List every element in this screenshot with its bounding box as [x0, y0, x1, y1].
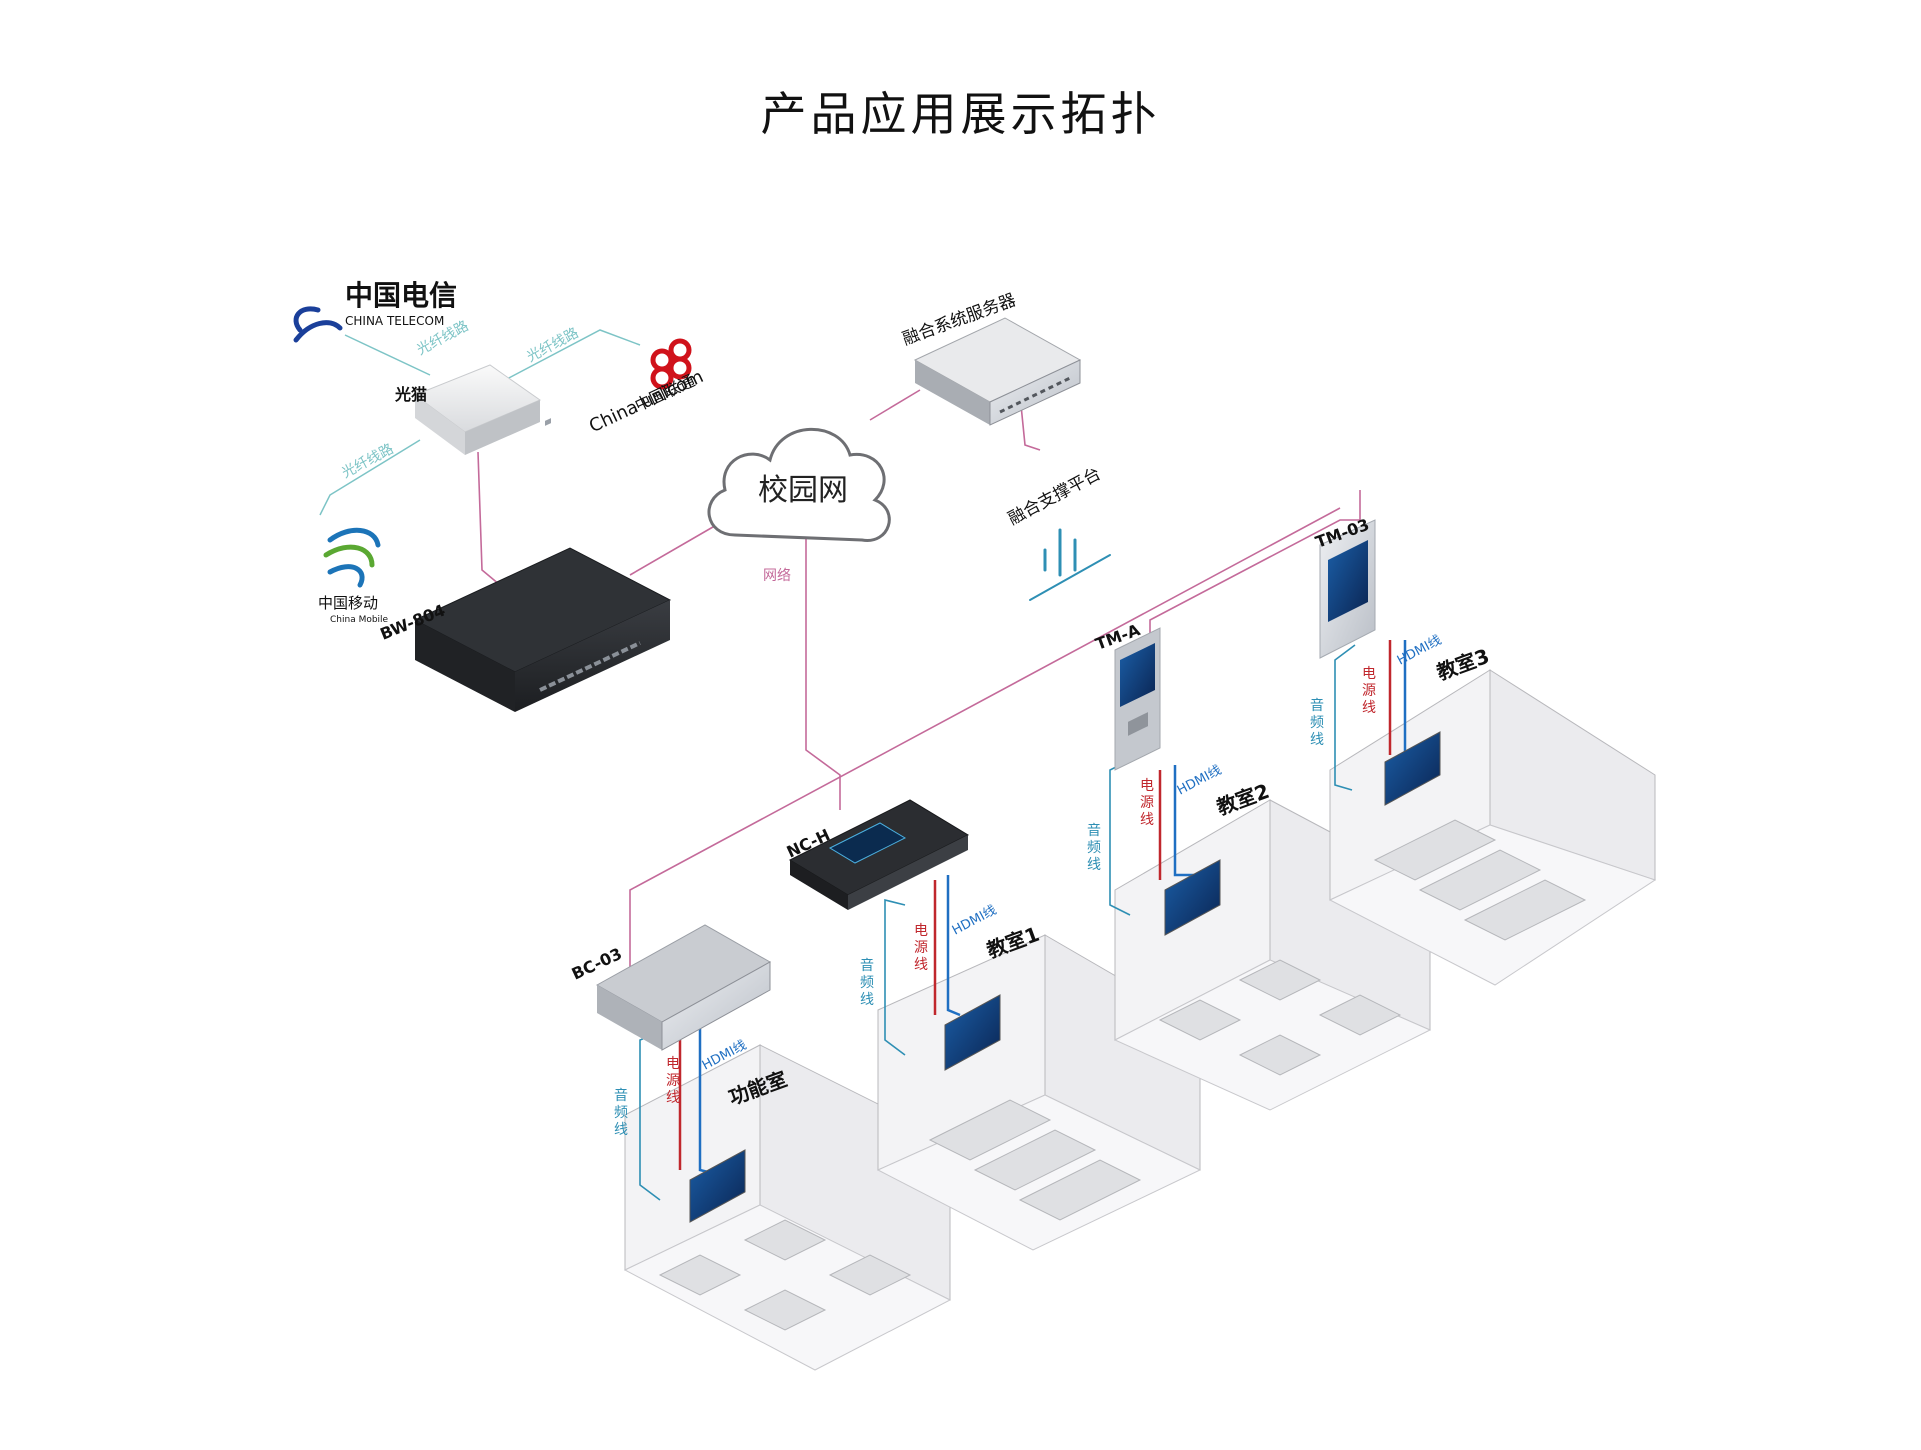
- audio-char-3: 线: [614, 1122, 628, 1138]
- audio-char-1: 音: [614, 1087, 628, 1104]
- power-label-functional: 电源线: [666, 1056, 680, 1106]
- cloud-label: 校园网: [758, 473, 848, 508]
- campus-network-cloud: 校园网: [707, 427, 891, 542]
- power-char-1: 电: [1362, 666, 1376, 682]
- power-label-class1: 电源线: [914, 923, 928, 973]
- power-char-3: 线: [666, 1090, 680, 1106]
- china-mobile-logo: 中国移动 China Mobile: [318, 527, 389, 625]
- screen-class1: [944, 994, 1001, 1071]
- desk-rows: [928, 1099, 1142, 1221]
- audio-label-functional: 音频线: [614, 1087, 628, 1138]
- audio-char-2: 频: [1310, 715, 1324, 731]
- power-char-2: 源: [914, 940, 928, 956]
- audio-char-1: 音: [860, 957, 874, 974]
- room-functional: [623, 1044, 952, 1371]
- audio-char-2: 频: [860, 975, 874, 991]
- telecom-name: 中国电信: [345, 279, 457, 312]
- power-char-1: 电: [1140, 778, 1154, 794]
- screen-class3: [1384, 731, 1441, 806]
- room-class1: [876, 934, 1202, 1251]
- fusion-platform: 融合支撑平台: [1005, 464, 1111, 601]
- desk-cluster: [658, 1219, 912, 1331]
- screen-functional: [689, 1149, 746, 1223]
- power-label-class3: 电源线: [1362, 666, 1376, 716]
- platform-bars-icon: [1029, 528, 1111, 601]
- hdmi-label-class2: HDMI线: [1175, 763, 1224, 799]
- power-char-1: 电: [914, 923, 928, 939]
- power-char-1: 电: [666, 1056, 680, 1072]
- audio-char-3: 线: [1087, 857, 1101, 873]
- power-label-class2: 电源线: [1140, 778, 1154, 828]
- bc03-device: BC-03: [569, 924, 772, 1051]
- mobile-en: China Mobile: [330, 615, 389, 625]
- china-telecom-logo: 中国电信 CHINA TELECOM: [293, 279, 457, 343]
- tma-panel: TM-A: [1093, 620, 1161, 771]
- power-char-2: 源: [1140, 795, 1154, 811]
- power-char-2: 源: [1362, 683, 1376, 699]
- tm03-panel: TM-03: [1313, 515, 1376, 659]
- mobile-name: 中国移动: [318, 594, 378, 612]
- audio-label-class2: 音频线: [1087, 822, 1101, 873]
- fusion-server: 融合系统服务器: [900, 290, 1082, 426]
- audio-label-class3: 音频线: [1310, 697, 1324, 748]
- audio-char-1: 音: [1310, 697, 1324, 714]
- nch-device: NC-H: [784, 799, 970, 910]
- screen-class2: [1164, 859, 1221, 936]
- diagram-title: 产品应用展示拓扑: [760, 87, 1161, 141]
- network-label: 网络: [763, 568, 791, 584]
- fiber-label-3: 光纤线路: [339, 441, 396, 481]
- fiber-links: [319, 329, 641, 516]
- china-unicom-logo: China unicom 中国联通: [586, 338, 707, 437]
- switch-bw804: BW-804: [377, 418, 672, 712]
- audio-char-3: 线: [1310, 732, 1324, 748]
- audio-label-class1: 音频线: [860, 957, 874, 1008]
- modem-device: 光猫: [394, 364, 542, 455]
- platform-label: 融合支撑平台: [1005, 464, 1104, 530]
- telecom-en: CHINA TELECOM: [345, 314, 444, 328]
- power-char-2: 源: [666, 1073, 680, 1089]
- audio-char-2: 频: [1087, 840, 1101, 856]
- audio-char-2: 频: [614, 1105, 628, 1121]
- fiber-label-2: 光纤线路: [524, 325, 581, 365]
- desk-cluster: [1158, 959, 1402, 1076]
- hdmi-label-class1: HDMI线: [950, 903, 999, 939]
- room-class3: [1328, 669, 1657, 986]
- modem-label: 光猫: [394, 385, 427, 404]
- network-links: [477, 389, 1361, 970]
- audio-char-3: 线: [860, 992, 874, 1008]
- power-char-3: 线: [914, 957, 928, 973]
- class1-cables: [884, 875, 961, 1056]
- desk-rows: [1373, 819, 1587, 941]
- power-char-3: 线: [1362, 700, 1376, 716]
- audio-char-1: 音: [1087, 822, 1101, 839]
- power-char-3: 线: [1140, 812, 1154, 828]
